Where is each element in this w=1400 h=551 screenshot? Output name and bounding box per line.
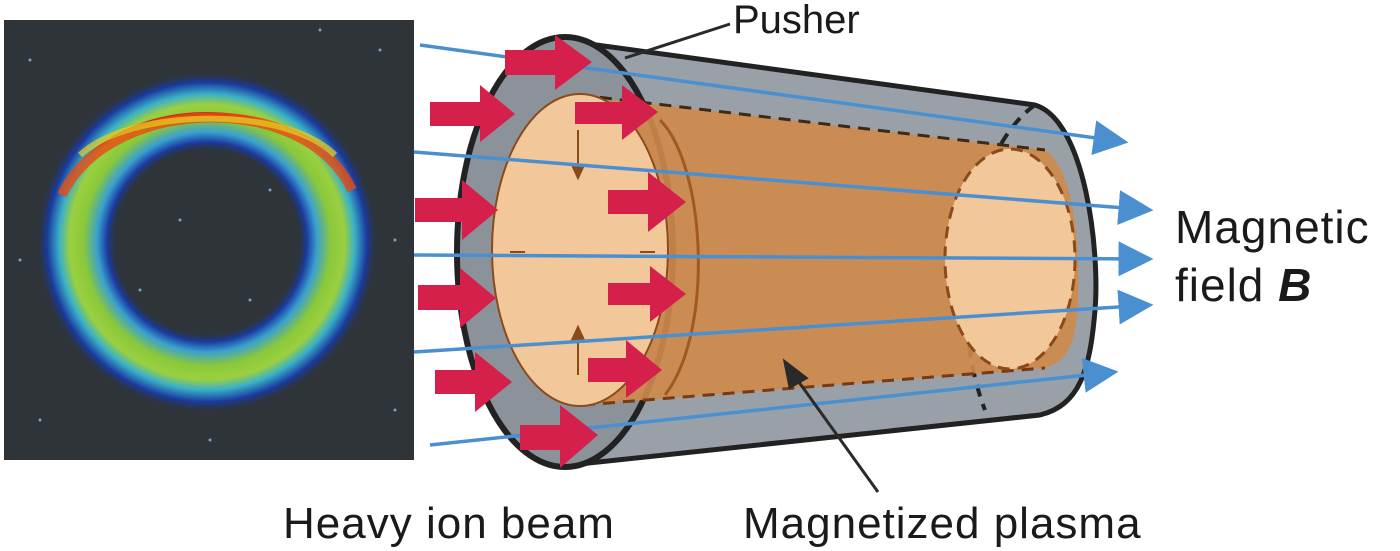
magnetic-field-label-line2: field B — [1175, 262, 1312, 308]
magnetized-plasma — [491, 93, 1079, 407]
ion-beam-arrows — [415, 35, 686, 468]
beam-arrow — [520, 405, 598, 468]
beam-arrow — [415, 180, 498, 240]
beam-profile-image — [4, 20, 414, 460]
beam-arrow — [608, 266, 686, 322]
heavy-ion-beam-label: Heavy ion beam — [283, 499, 615, 548]
pusher-leader-line — [624, 22, 731, 60]
beam-arrow — [588, 340, 662, 398]
beam-arrow — [608, 172, 686, 232]
leader-lines — [624, 22, 880, 493]
field-label-prefix: field — [1175, 259, 1279, 311]
beam-arrow — [435, 352, 512, 412]
beam-arrow — [430, 85, 515, 142]
magnetic-field-label-line1: Magnetic — [1175, 201, 1370, 253]
pusher-label: Pusher — [733, 0, 860, 42]
beam-arrow — [575, 85, 658, 140]
plasma-leader-arrowhead — [782, 358, 809, 390]
beam-arrow — [505, 35, 592, 90]
field-line-2 — [413, 150, 1154, 225]
field-symbol-B: B — [1278, 259, 1313, 311]
plasma-leader-line — [794, 377, 880, 493]
magnetized-plasma-label: Magnetized plasma — [743, 499, 1142, 548]
beam-arrow — [418, 268, 496, 328]
field-line-3 — [413, 241, 1154, 277]
field-line-4 — [413, 289, 1154, 354]
